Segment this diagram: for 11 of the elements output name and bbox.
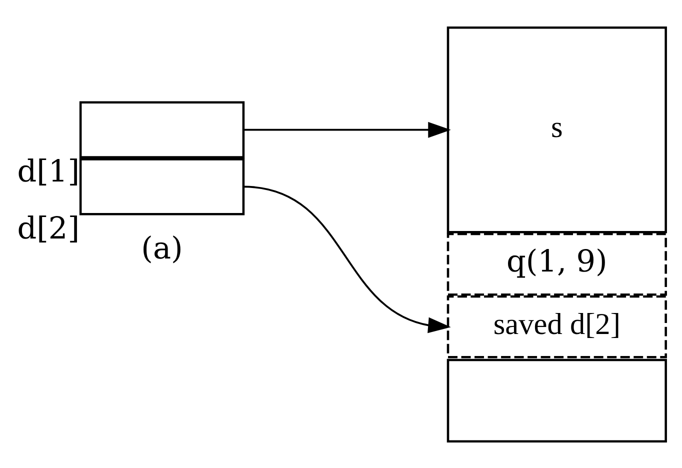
node-box bbox=[79, 158, 245, 215]
label: (a) bbox=[141, 230, 183, 266]
node-label: d[1] bbox=[17, 154, 80, 190]
node-box: s bbox=[446, 26, 667, 233]
node-box bbox=[79, 100, 245, 158]
arrow bbox=[243, 185, 451, 333]
arrow bbox=[243, 121, 451, 138]
node-box: q(1, 9) bbox=[446, 232, 667, 296]
node-box bbox=[446, 358, 667, 442]
node-label: d[2] bbox=[17, 210, 80, 246]
node-box: saved d[2] bbox=[446, 294, 667, 358]
